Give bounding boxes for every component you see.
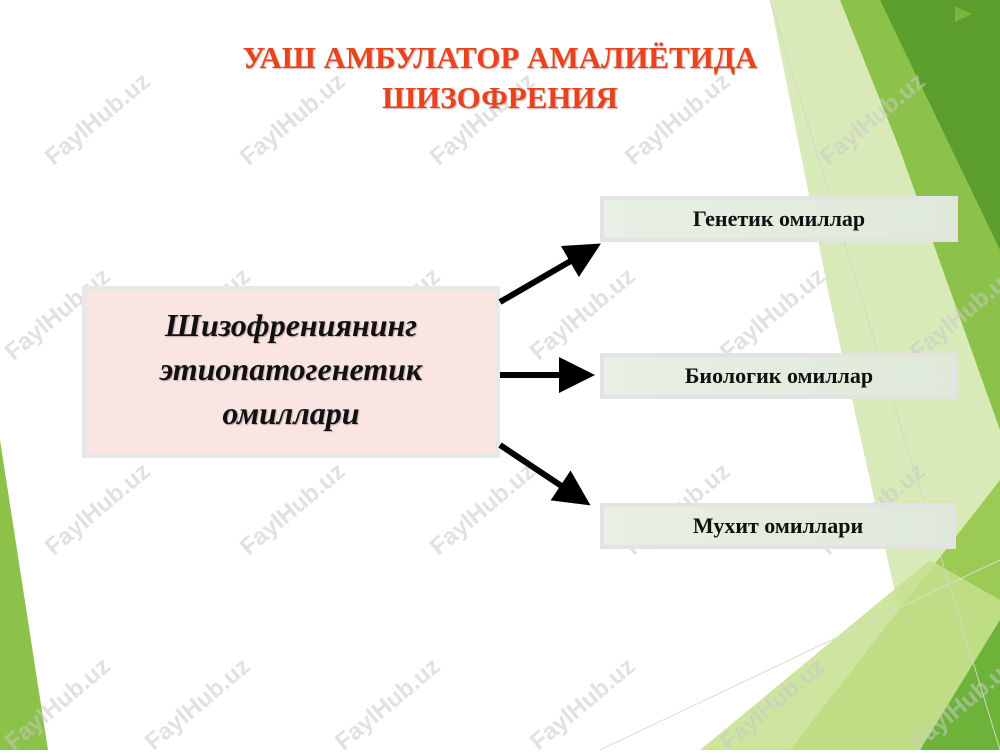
slide-bullet-arrow: [955, 6, 972, 22]
factor-label-biological: Биологик омиллар: [684, 363, 874, 388]
green-band-right-dark: [880, 0, 1000, 250]
main-concept-line-3: омиллари: [222, 395, 360, 431]
main-concept-box: Шизофрениянинг этиопатогенетик омиллари: [82, 286, 500, 458]
green-band-bottom-right-2: [700, 560, 1000, 750]
main-concept-text: Шизофрениянинг этиопатогенетик омиллари: [87, 303, 495, 435]
slide-title-line-1: УАШ АМБУЛАТОР АМАЛИЁТИДА: [242, 40, 758, 75]
arrow-to-genetic: [498, 243, 601, 305]
green-band-left: [0, 440, 48, 750]
factor-label-genetic: Генетик омиллар: [692, 206, 866, 231]
factor-label-environment: Мухит омиллари: [692, 513, 864, 538]
thin-line-2: [599, 559, 1000, 750]
arrow-to-environment: [498, 442, 591, 506]
main-concept-line-1: Шизофрениянинг: [164, 307, 418, 343]
slide-title: УАШ АМБУЛАТОР АМАЛИЁТИДА ШИЗОФРЕНИЯ: [150, 38, 850, 118]
green-band-bottom-right-3: [920, 620, 1000, 750]
factor-box-biological: Биологик омиллар: [600, 353, 958, 399]
slide-title-line-2: ШИЗОФРЕНИЯ: [382, 80, 618, 115]
factor-box-genetic: Генетик омиллар: [600, 196, 958, 242]
main-concept-line-2: этиопатогенетик: [159, 351, 423, 387]
factor-box-environment: Мухит омиллари: [600, 503, 956, 549]
